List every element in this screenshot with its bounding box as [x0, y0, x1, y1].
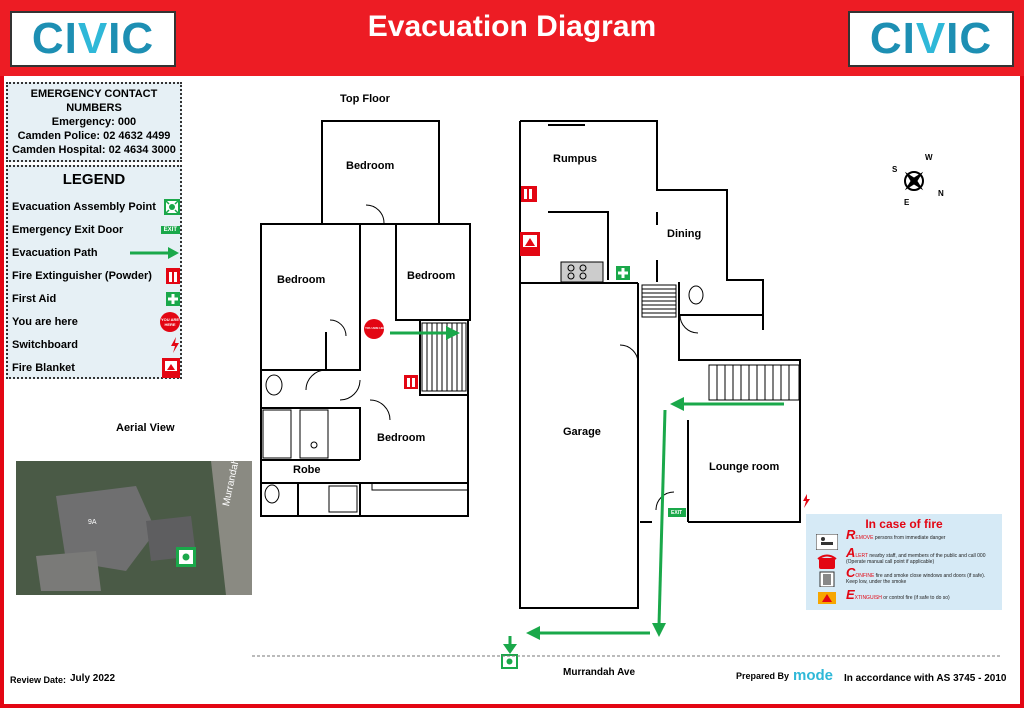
review-date-label: Review Date:	[10, 675, 67, 685]
room-bedroom-right: Bedroom	[407, 270, 456, 282]
legend-item-exit: Emergency Exit Door EXIT	[12, 220, 180, 240]
plan-icons	[364, 186, 810, 669]
exit-sign-icon: EXIT	[160, 226, 180, 234]
top-floor-label: Top Floor	[340, 93, 390, 105]
legend-item-path: Evacuation Path	[12, 243, 180, 263]
green-arrow-icon	[130, 247, 179, 259]
compass-s: S	[892, 165, 898, 174]
prepared-by-label: Prepared By	[736, 671, 790, 681]
compass	[904, 171, 924, 191]
first-aid-icon	[166, 292, 180, 306]
staircase-top	[421, 322, 467, 392]
legend-item-first-aid: First Aid	[12, 289, 180, 309]
review-date: July 2022	[70, 673, 116, 684]
you-are-here-icon: YOU ARE HERE	[160, 312, 180, 332]
mode-logo: mode	[793, 667, 834, 684]
fire-blanket-icon	[162, 358, 180, 378]
lightning-icon	[803, 494, 810, 508]
top-floor-plan	[260, 120, 471, 517]
door-icon	[819, 571, 835, 587]
legend-item-extinguisher: Fire Extinguisher (Powder)	[12, 266, 180, 286]
emergency-contacts-panel: EMERGENCY CONTACT NUMBERS Emergency: 000…	[6, 82, 182, 162]
exit-sign-icon	[668, 508, 686, 517]
hospital-number: Camden Hospital: 02 4634 3000	[12, 144, 176, 156]
fire-step-alert: ALERT nearby staff, and members of the p…	[846, 545, 986, 565]
doors-top	[264, 204, 391, 504]
assembly-point-icon	[164, 199, 180, 215]
fire-step-confine: CONFINE fire and smoke close windows and…	[846, 565, 986, 585]
legend-item-assembly: Evacuation Assembly Point	[12, 197, 180, 217]
room-bedroom-top: Bedroom	[346, 160, 395, 172]
fire-panel-title: In case of fire	[865, 517, 943, 531]
emergency-number: Emergency: 000	[51, 116, 137, 128]
ground-details	[548, 124, 800, 511]
legend-title: LEGEND	[62, 171, 126, 188]
room-lounge: Lounge room	[709, 461, 780, 473]
lightning-icon	[171, 337, 179, 353]
room-bedroom-left: Bedroom	[277, 274, 326, 286]
room-rumpus: Rumpus	[553, 153, 597, 165]
compass-n: W	[925, 153, 933, 162]
page-title: Evacuation Diagram	[367, 10, 657, 43]
legend-item-switchboard: Switchboard	[12, 335, 180, 355]
fire-step-extinguish: EXTINGUISH or control fire (if safe to d…	[846, 587, 950, 602]
phone-icon	[817, 554, 837, 569]
compass-e: N	[938, 189, 944, 198]
room-bedroom-bottom: Bedroom	[377, 432, 426, 444]
police-number: Camden Police: 02 4632 4499	[17, 130, 171, 142]
remove-persons-icon	[816, 534, 838, 550]
legend-item-fire-blanket: Fire Blanket	[12, 358, 180, 378]
aerial-house-number: 9A	[88, 519, 97, 526]
legend-item-you-are-here: You are here YOU ARE HERE	[12, 312, 180, 332]
fire-extinguisher-icon	[166, 268, 180, 284]
street-name: Murrandah Ave	[563, 667, 636, 678]
extinguish-icon	[818, 592, 836, 604]
evacuation-paths	[390, 326, 784, 654]
aerial-view-map: Murrandah Ave 9A	[16, 461, 252, 595]
fire-step-remove: REMOVE persons from immediate danger	[846, 527, 946, 542]
fire-extinguisher-icon	[404, 375, 418, 389]
standard-note: In accordance with AS 3745 - 2010	[844, 673, 1007, 684]
aerial-view-label: Aerial View	[116, 422, 175, 434]
ground-floor-plan	[519, 120, 801, 609]
room-robe: Robe	[293, 464, 321, 476]
in-case-of-fire-panel: In case of fire REMOVE persons from imme…	[806, 514, 1002, 610]
legend-panel: LEGEND Evacuation Assembly Point Emergen…	[6, 165, 182, 379]
room-garage: Garage	[563, 426, 601, 438]
you-are-here-icon	[364, 319, 384, 339]
room-dining: Dining	[667, 228, 702, 240]
compass-w: E	[904, 198, 910, 207]
